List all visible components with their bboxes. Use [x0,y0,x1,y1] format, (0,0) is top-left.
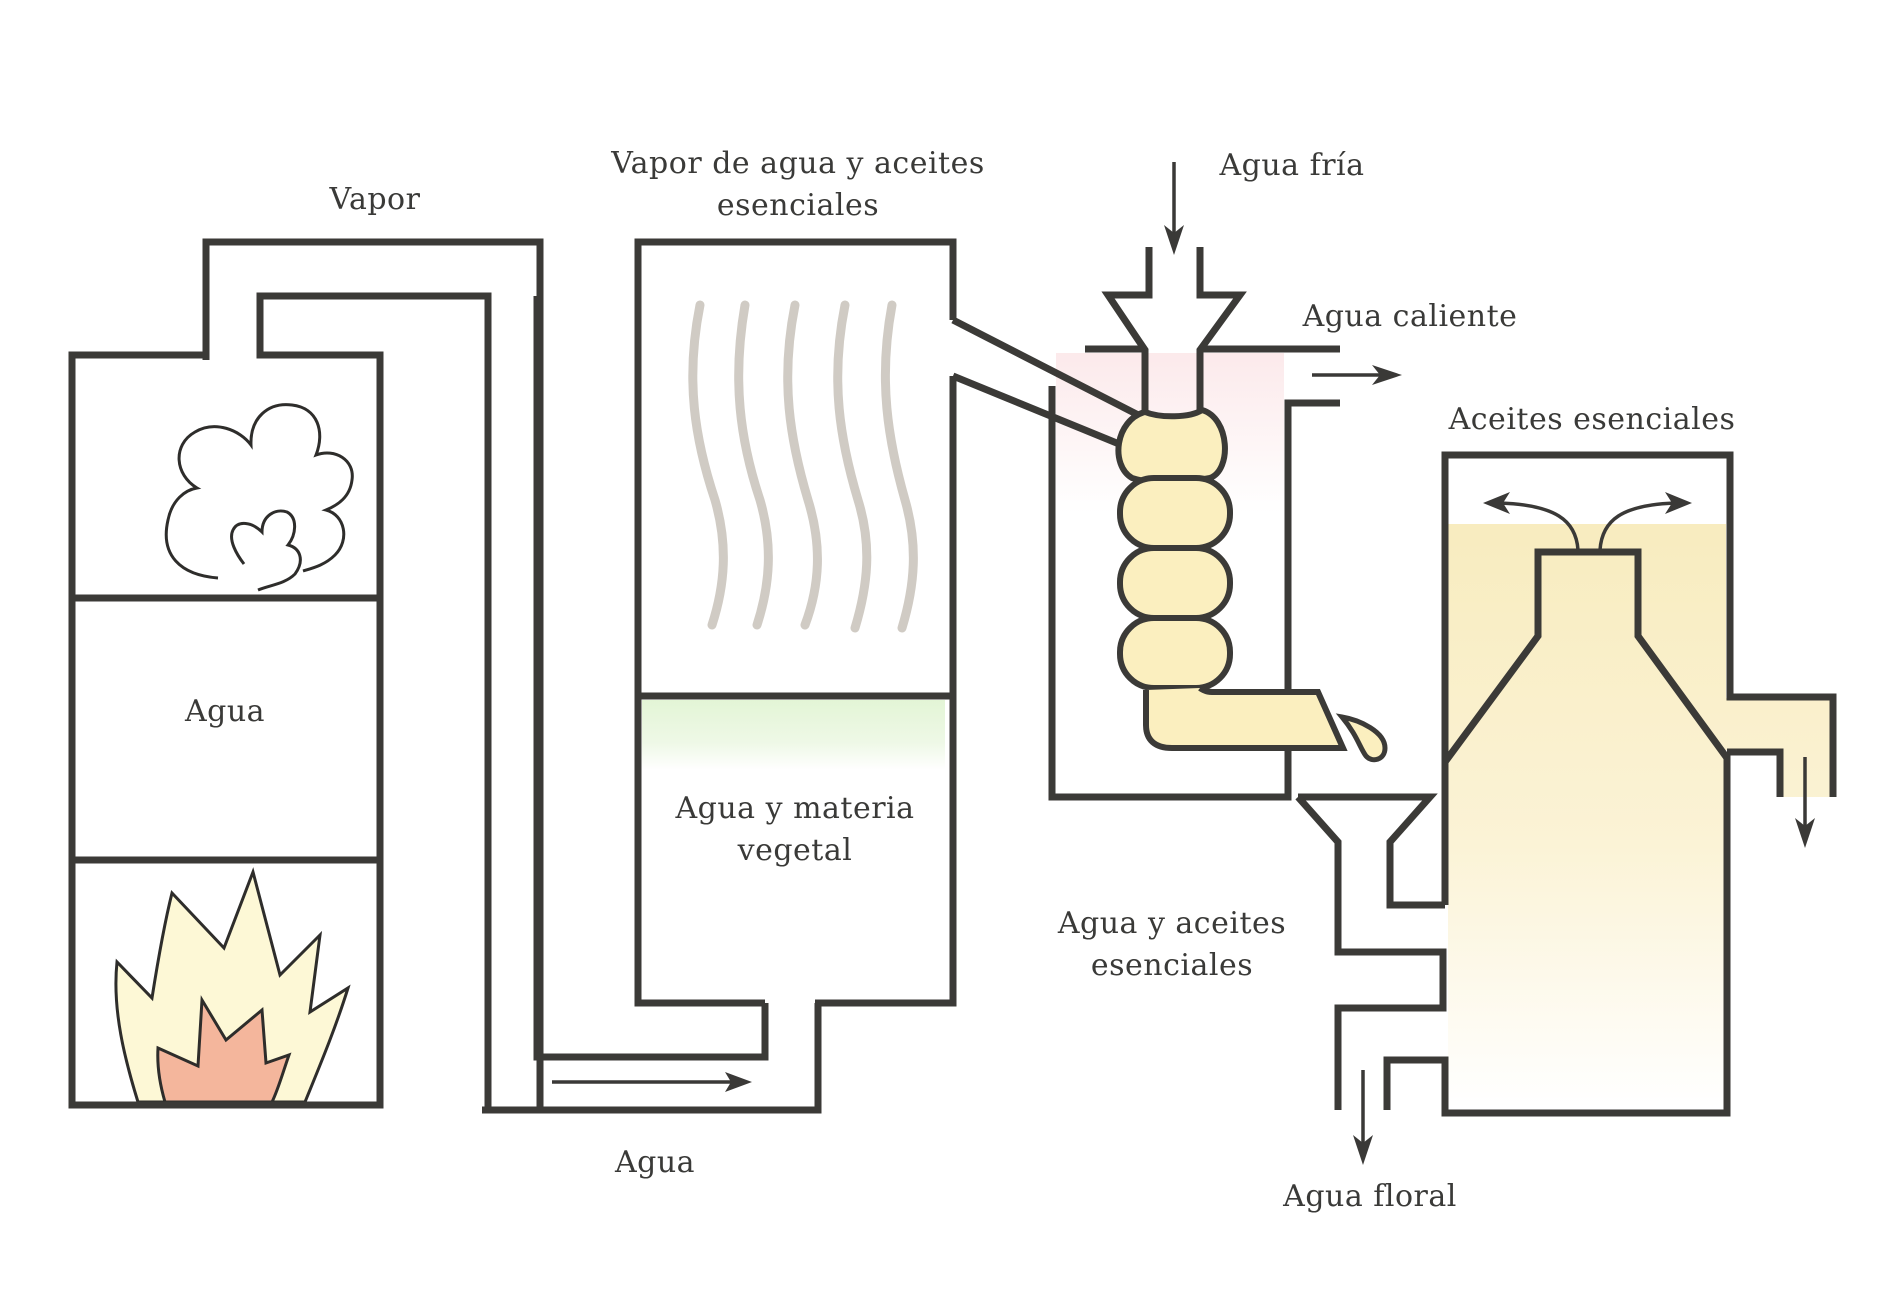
oil-arrow-right-line [1598,501,1676,551]
label-agua-return: Agua [614,1145,696,1180]
label-vapor-agua-aceites: Vapor de agua y aceites esenciales [611,146,985,223]
still-wall [634,238,957,1007]
arrow-right-icon [725,1072,752,1092]
cold-water-funnel-right [1196,247,1247,410]
arrow-right-icon [1665,492,1692,514]
oil-fill [1448,524,1830,1108]
coil-turn-1 [1115,406,1228,486]
droplet-icon [1335,713,1388,763]
arrow-left-icon [1483,492,1510,514]
steam-cloud-inner [230,509,302,592]
boiler-body [68,292,492,1110]
vapor-wave-3 [783,300,822,630]
condenser-box [1048,386,1340,801]
label-boiler-water: Agua [184,694,266,729]
flame-inner-icon [156,995,292,1104]
label-vapor: Vapor [329,182,421,217]
transfer-pipe-top [951,316,1150,424]
condenser [951,162,1402,801]
arrow-down-icon [1353,1135,1373,1165]
coil-outlet [1143,685,1348,751]
steam-cloud-icon [164,403,354,580]
arrow-right-icon [1372,365,1402,385]
arrow-down-icon [1164,225,1184,255]
vapor-wave-5 [880,300,918,633]
cold-water-funnel-left [1101,247,1153,410]
coil-turn-3 [1117,545,1233,621]
label-agua-y-aceites: Agua y aceites esenciales [1057,906,1287,983]
plant-tint [642,700,945,770]
oil-outlet [1727,748,1784,797]
boiler [68,238,544,1114]
pipe-inner [533,296,769,1061]
label-agua-fria: Agua fría [1219,148,1365,183]
label-agua-materia-vegetal: Agua y materia vegetal [675,791,915,868]
flame-outer-icon [114,867,351,1104]
separator-outer-wall [1441,451,1837,905]
collector-funnel-left [1295,794,1447,1110]
collector-funnel-right [1298,793,1445,909]
label-agua-caliente: Agua caliente [1302,299,1518,334]
coil-turn-2 [1117,475,1233,551]
inner-flask [1442,548,1730,765]
vapor-wave-2 [734,300,773,630]
water-return-pipe [482,296,822,1114]
still-vessel [634,238,957,1007]
arrow-down-icon [1795,818,1815,848]
separator-bottom [1383,752,1731,1117]
label-aceites-esenciales: Aceites esenciales [1448,402,1736,437]
vapor-wave-4 [833,300,872,633]
oil-arrow-left-line [1499,501,1580,551]
vapor-wave-1 [688,300,728,630]
coil-turn-4 [1117,615,1233,691]
pipe-outer [482,1003,822,1114]
separator [1295,451,1837,1165]
label-agua-floral: Agua floral [1283,1179,1457,1214]
